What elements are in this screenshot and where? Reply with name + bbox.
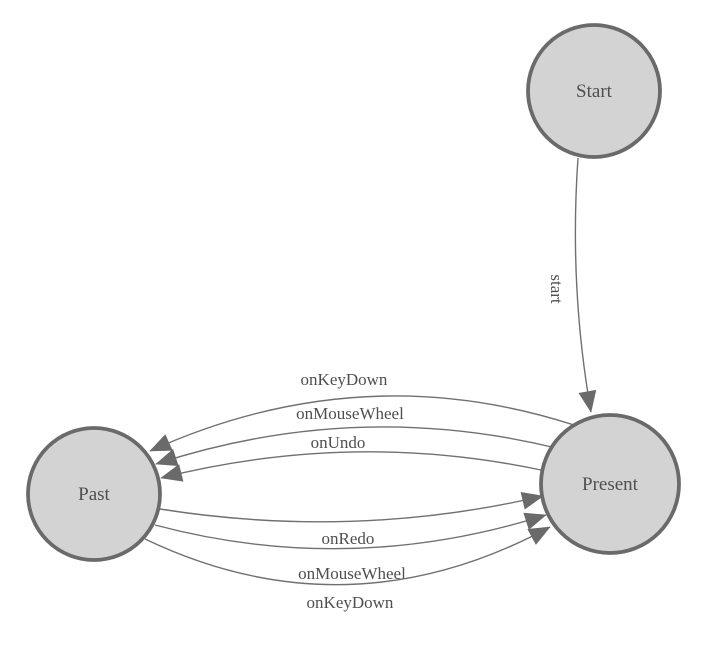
state-node-start: Start bbox=[526, 23, 662, 159]
state-circle-past bbox=[26, 426, 162, 562]
state-circle-start bbox=[526, 23, 662, 159]
edge-label-present-to-past-onmousewheel: onMouseWheel bbox=[296, 404, 404, 423]
transition-edge-past-to-present-onmousewheel bbox=[154, 512, 547, 550]
state-node-past: Past bbox=[26, 426, 162, 562]
state-label-present: Present bbox=[582, 474, 639, 495]
transition-edge-present-to-past-onmousewheel bbox=[155, 426, 557, 467]
state-label-past: Past bbox=[78, 484, 110, 505]
edge-label-past-to-present-onkeydown: onKeyDown bbox=[307, 593, 394, 612]
state-circle-present bbox=[539, 413, 681, 555]
state-node-present: Present bbox=[539, 413, 681, 555]
edge-label-present-to-past-onundo: onUndo bbox=[311, 433, 366, 452]
edge-label-past-to-present-onmousewheel: onMouseWheel bbox=[298, 564, 406, 583]
edge-label-past-to-present-onredo: onRedo bbox=[322, 529, 375, 548]
transition-edge-past-to-present-onredo bbox=[159, 491, 544, 523]
edge-label-start-to-present: start bbox=[547, 274, 566, 304]
transition-edge-start-to-present bbox=[574, 157, 597, 413]
state-label-start: Start bbox=[576, 81, 613, 102]
transition-edge-present-to-past-onundo bbox=[160, 451, 542, 482]
edge-label-present-to-past-onkeydown: onKeyDown bbox=[301, 370, 388, 389]
transition-edge-present-to-past-onkeydown bbox=[149, 395, 575, 452]
transition-edge-past-to-present-onkeydown bbox=[144, 526, 551, 586]
